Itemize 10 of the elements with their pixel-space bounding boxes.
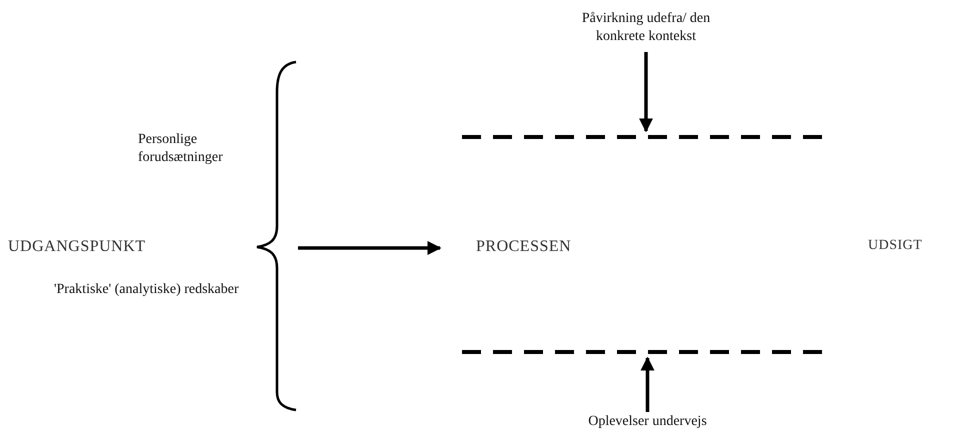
arrow bbox=[298, 241, 442, 255]
stage-label: PROCESSEN bbox=[476, 237, 572, 257]
stage-label: UDGANGSPUNKT bbox=[8, 237, 146, 257]
arrow bbox=[639, 52, 653, 132]
stage-label: UDSIGT bbox=[868, 237, 922, 255]
note-text: 'Praktiske' (analytiske) redskaber bbox=[54, 281, 239, 299]
annotation-text: Påvirkning udefra/ den konkrete kontekst bbox=[580, 10, 712, 46]
annotation-text: Oplevelser undervejs bbox=[588, 413, 707, 431]
note-text: Personlige forudsætninger bbox=[138, 131, 224, 167]
arrow bbox=[640, 356, 654, 412]
